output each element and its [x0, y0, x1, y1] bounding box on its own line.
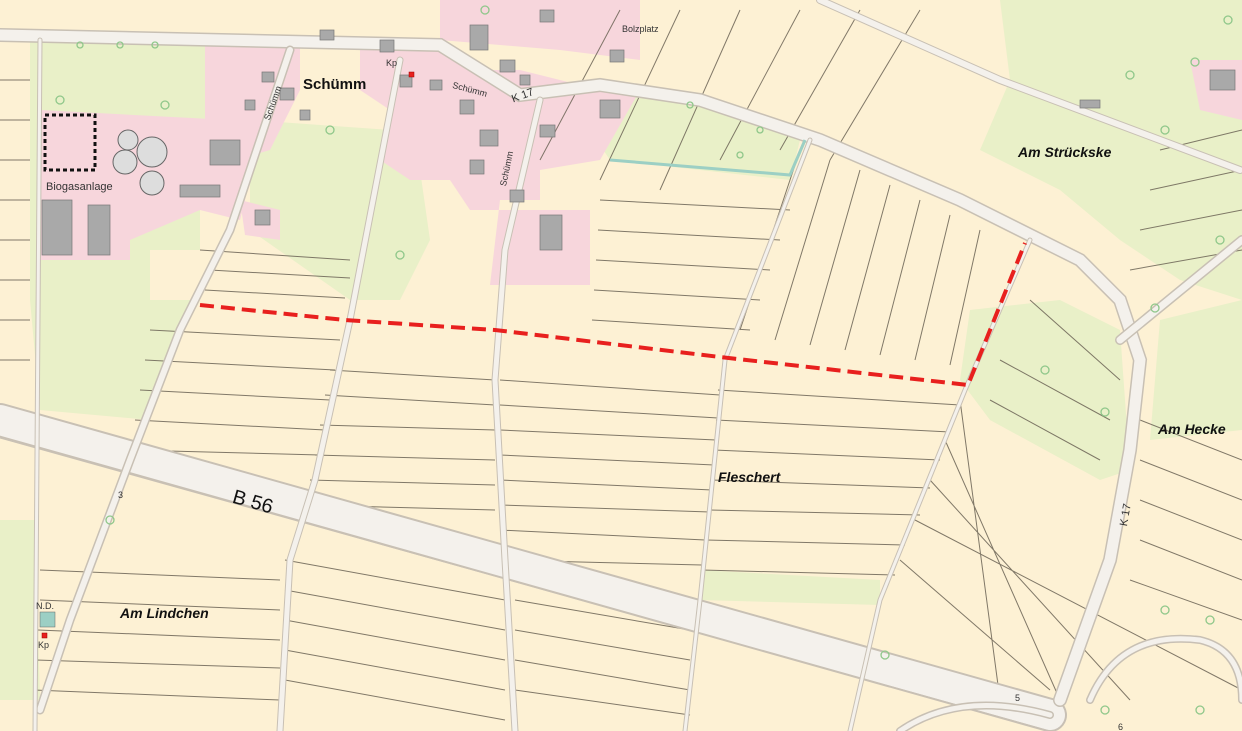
meadow-boundary — [609, 139, 807, 177]
field-name-am-lindchen: Am Lindchen — [120, 605, 209, 621]
biogas-tanks — [112, 129, 168, 196]
kp-label: Kp — [38, 640, 50, 650]
planned-route-line — [199, 242, 1027, 388]
km-marker: 3 — [118, 490, 124, 500]
km-marker: 5 — [1015, 693, 1021, 703]
trees — [55, 5, 1233, 715]
wayside-cross-icon — [408, 71, 415, 78]
kp-label: Kp — [386, 58, 398, 68]
village-label: Schümm — [303, 76, 367, 93]
field-name-fleschert: Fleschert — [718, 469, 781, 485]
field-name-am-hecke: Am Hecke — [1158, 421, 1226, 437]
nd-label: N.D. — [36, 601, 54, 611]
biogas-bunker — [43, 113, 97, 172]
nd-marker — [39, 611, 56, 628]
biogas-label: Biogasanlage — [46, 181, 113, 193]
field-name-am-strueckske: Am Strückske — [1018, 144, 1112, 160]
bolzplatz-label: Bolzplatz — [622, 24, 659, 34]
buildings — [41, 9, 1236, 256]
wayside-cross-icon — [41, 632, 48, 639]
km-marker: 6 — [1118, 722, 1124, 731]
parcel-lines — [0, 9, 1242, 721]
